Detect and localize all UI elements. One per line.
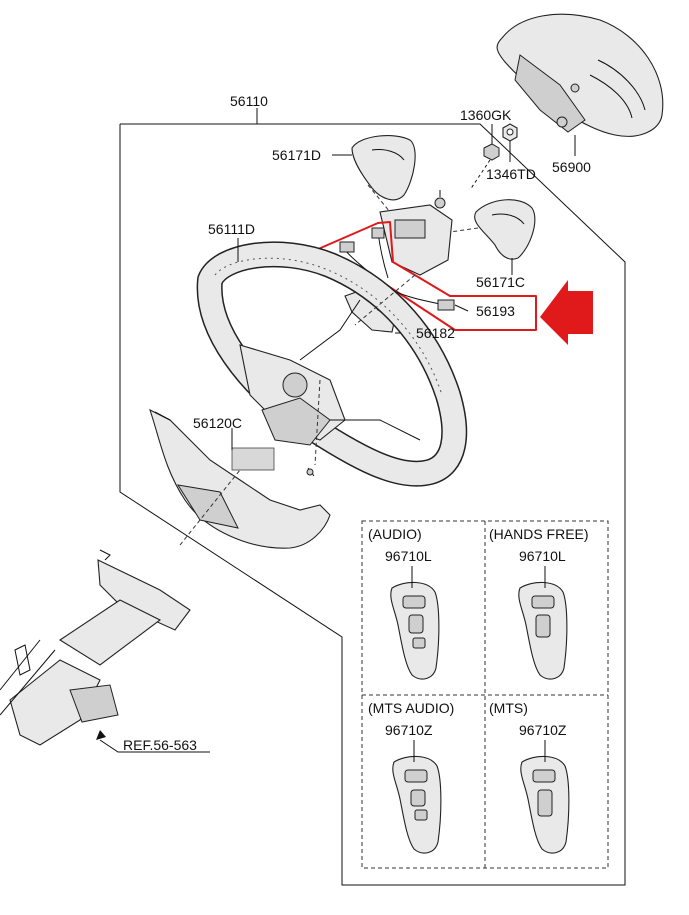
cover-right: [474, 199, 536, 275]
label-bolt: 1360GK: [460, 107, 512, 123]
steering-column: [0, 549, 210, 753]
switch-mts-audio: [392, 755, 442, 854]
label-column-ref: REF.56-563: [123, 737, 197, 753]
bolt-and-nut: [469, 123, 518, 191]
red-arrow-left-icon: [540, 280, 593, 345]
switch-hands-free: [518, 581, 568, 680]
label-nut: 1346TD: [486, 166, 536, 182]
switch-assembly: [379, 190, 453, 276]
panel-title-audio: (AUDIO): [368, 526, 422, 542]
label-wheel-body: 56111D: [208, 221, 255, 237]
leader-lines: [179, 184, 479, 546]
label-cover-right: 56171C: [476, 274, 525, 290]
panel-title-mts: (MTS): [489, 700, 528, 716]
label-airbag-module: 56900: [552, 159, 591, 175]
panel-title-hands-free: (HANDS FREE): [489, 526, 589, 542]
cover-left: [332, 135, 416, 201]
panel-part-mts-audio: 96710Z: [385, 722, 433, 738]
label-assembly: 56110: [230, 93, 268, 109]
label-cover-left: 56171D: [272, 147, 321, 163]
lower-cover: [149, 408, 331, 549]
steering-wheel-body: [196, 238, 468, 487]
airbag-module: [496, 13, 664, 156]
switch-audio: [390, 581, 440, 680]
switch-mts: [520, 755, 570, 854]
panel-part-hands-free: 96710L: [519, 548, 566, 564]
label-lower-cover: 56120C: [193, 415, 242, 431]
assembly-outline: [119, 123, 626, 886]
switch-label-leaders: [411, 566, 546, 762]
panel-part-audio: 96710L: [385, 548, 432, 564]
switch-panels-grid: [361, 520, 609, 869]
panel-part-mts: 96710Z: [519, 722, 567, 738]
label-harness: 56193: [476, 303, 515, 319]
label-connector: 56182: [416, 325, 455, 341]
harness-highlight: [315, 221, 537, 331]
panel-title-mts-audio: (MTS AUDIO): [368, 700, 454, 716]
label-leaders: [256, 108, 469, 312]
